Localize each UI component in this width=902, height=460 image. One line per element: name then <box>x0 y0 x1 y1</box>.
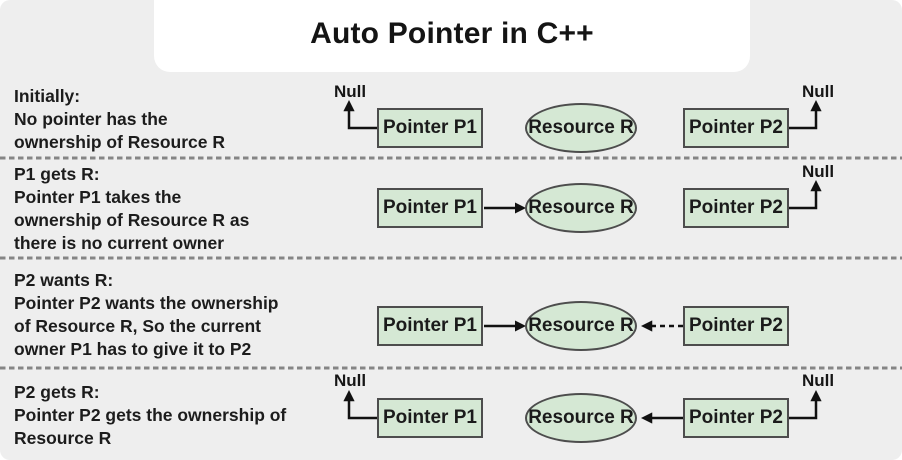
row2-description: P1 gets R: Pointer P1 takes the ownershi… <box>14 164 250 253</box>
page-title: Auto Pointer in C++ <box>310 17 594 50</box>
pointer-p2-box: Pointer P2 <box>683 188 789 228</box>
pointer-p2-box: Pointer P2 <box>683 108 789 148</box>
pointer-p2-box: Pointer P2 <box>683 398 789 438</box>
pointer-p2-box: Pointer P2 <box>683 306 789 346</box>
resource-r-ellipse: Resource R <box>525 183 637 233</box>
pointer-p1-box: Pointer P1 <box>377 188 483 228</box>
pointer-p1-box: Pointer P1 <box>377 398 483 438</box>
null-label: Null <box>801 162 835 181</box>
title-card: Auto Pointer in C++ <box>154 0 750 72</box>
null-label: Null <box>333 82 367 101</box>
pointer-p1-box: Pointer P1 <box>377 108 483 148</box>
null-label: Null <box>801 371 835 390</box>
pointer-p1-box: Pointer P1 <box>377 306 483 346</box>
p2-to-null-arrow <box>789 100 822 130</box>
p2-to-null-arrow <box>789 390 822 420</box>
resource-r-ellipse: Resource R <box>525 103 637 153</box>
null-label: Null <box>333 371 367 390</box>
resource-r-ellipse: Resource R <box>525 301 637 351</box>
row3-description: P2 wants R: Pointer P2 wants the ownersh… <box>14 270 279 359</box>
row1-description: Initially: No pointer has the ownership … <box>14 86 226 152</box>
resource-r-ellipse: Resource R <box>525 393 637 443</box>
row4-description: P2 gets R: Pointer P2 gets the ownership… <box>14 382 287 448</box>
null-label: Null <box>801 82 835 101</box>
p2-to-null-arrow <box>789 180 822 210</box>
